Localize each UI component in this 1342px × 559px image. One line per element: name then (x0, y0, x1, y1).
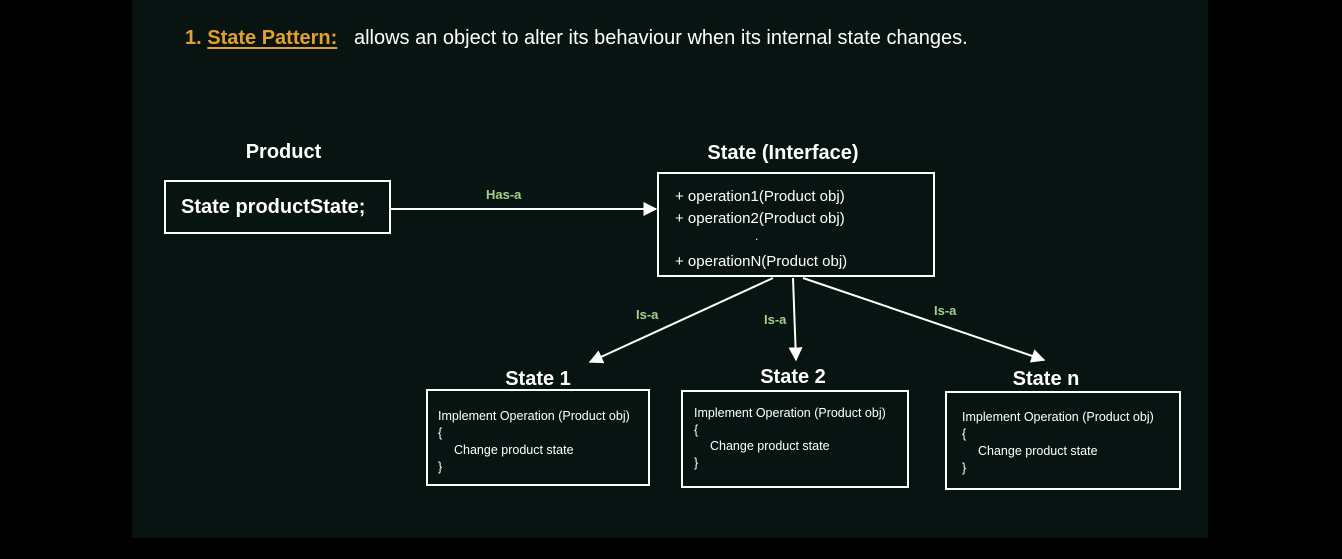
state-2-box: Implement Operation (Product obj) { Chan… (681, 390, 909, 488)
state-2-line-2: { (694, 423, 699, 437)
operation-1: + operation1(Product obj) (675, 188, 845, 205)
operation-2: + operation2(Product obj) (675, 210, 845, 227)
heading-number: 1. (185, 27, 202, 49)
state-1-line-1: Implement Operation (Product obj) (438, 409, 630, 423)
is-a-arrow-state-1 (588, 277, 774, 364)
is-a-label-state-1: Is-a (636, 307, 659, 322)
state-interface-box: + operation1(Product obj) + operation2(P… (657, 172, 935, 277)
state-2-line-3: Change product state (710, 439, 830, 453)
heading-description: allows an object to alter its behaviour … (353, 27, 968, 49)
is-a-label-state-n: Is-a (934, 303, 957, 318)
slide-background (132, 0, 1208, 538)
operation-ellipsis: . (755, 229, 759, 243)
state-n-title: State n (1012, 368, 1080, 390)
is-a-arrow-state-2 (788, 277, 803, 362)
state-1-line-3: Change product state (454, 443, 574, 457)
heading: 1. State Pattern: allows an object to al… (185, 27, 968, 50)
state-2-title: State 2 (760, 366, 826, 388)
product-field: State productState; (181, 196, 366, 218)
state-1-box: Implement Operation (Product obj) { Chan… (426, 389, 650, 486)
state-n-box: Implement Operation (Product obj) { Chan… (945, 391, 1181, 490)
product-title: Product (245, 141, 322, 163)
has-a-label: Has-a (486, 187, 522, 202)
state-n-line-2: { (962, 427, 967, 441)
state-n-line-4: } (962, 461, 967, 475)
operation-n: + operationN(Product obj) (675, 253, 848, 270)
heading-term: State Pattern: (207, 27, 338, 49)
product-box: State productState; (164, 180, 391, 234)
state-1-line-2: { (438, 426, 443, 440)
state-1-line-4: } (438, 460, 443, 474)
is-a-arrow-state-n (802, 277, 1046, 363)
state-interface-title: State (Interface) (707, 142, 859, 164)
state-1-title: State 1 (505, 368, 571, 390)
state-n-line-3: Change product state (978, 444, 1098, 458)
is-a-label-state-2: Is-a (764, 312, 787, 327)
state-2-line-4: } (694, 456, 699, 470)
state-n-line-1: Implement Operation (Product obj) (962, 410, 1154, 424)
state-2-line-1: Implement Operation (Product obj) (694, 406, 886, 420)
